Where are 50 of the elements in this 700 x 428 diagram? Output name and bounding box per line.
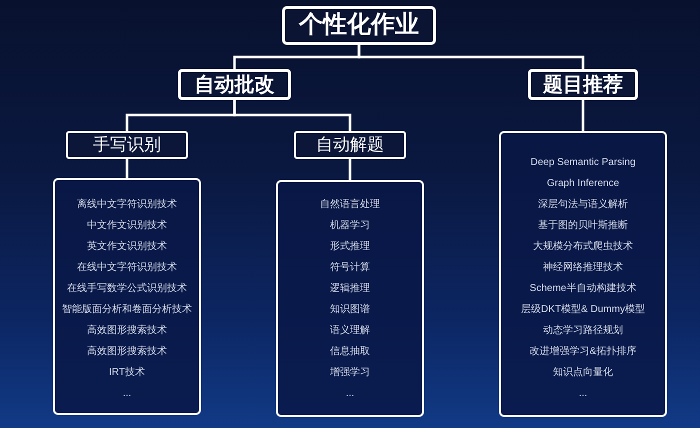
technique-item: 智能版面分析和卷面分析技术: [62, 302, 192, 317]
technique-item: 逻辑推理: [330, 282, 370, 296]
category-label: 自动批改: [194, 74, 274, 96]
technique-item: 大规模分布式爬虫技术: [533, 240, 633, 254]
connector-line: [233, 100, 352, 131]
technique-item: 形式推理: [330, 240, 370, 254]
technique-item: 在线中文字符识别技术: [77, 260, 177, 275]
technique-item: Deep Semantic Parsing: [530, 156, 636, 170]
root-title: 个性化作业: [299, 12, 419, 39]
technique-item: ...: [122, 387, 132, 401]
category-node: [178, 69, 291, 100]
connector-line: [348, 159, 352, 180]
technique-item: 离线中文字符识别技术: [77, 198, 177, 212]
technique-item: 知识图谱: [330, 302, 370, 317]
technique-item: 增强学习: [330, 366, 370, 380]
technique-item: ...: [578, 387, 588, 401]
technique-item: 英文作文识别技术: [87, 240, 167, 254]
technique-item: 中文作文识别技术: [87, 218, 167, 233]
subcategory-label: 自动解题: [316, 136, 384, 154]
category-node: [528, 69, 638, 100]
subcategory-node: [294, 131, 406, 159]
connector-line: [126, 159, 128, 178]
technique-item: Graph Inference: [546, 177, 620, 191]
category-label: 题目推荐: [543, 74, 623, 96]
technique-item: 改进增强学习&拓扑排序: [530, 344, 636, 359]
technique-list-panel: [276, 180, 424, 417]
technique-item: 信息抽取: [330, 344, 370, 359]
technique-item: ...: [346, 387, 354, 401]
root-node: [282, 6, 436, 45]
technique-item: 符号计算: [330, 260, 370, 275]
technique-item: 动态学习路径规划: [543, 324, 623, 338]
technique-item: 深层句法与语义解析: [538, 198, 628, 212]
technique-item: 神经网络推理技术: [543, 260, 623, 275]
technique-item: 机器学习: [330, 218, 370, 233]
technique-list-panel: [499, 131, 667, 417]
subcategory-node: [66, 131, 188, 159]
subcategory-label: 手写识别: [93, 136, 161, 154]
technique-item: 在线手写数学公式识别技术: [67, 282, 187, 296]
connector-line: [582, 100, 584, 131]
technique-item: Scheme半自动构建技术: [530, 282, 636, 296]
technique-item: 知识点向量化: [553, 366, 613, 380]
technique-item: 自然语言处理: [320, 198, 380, 212]
technique-item: 基于图的贝叶斯推断: [538, 218, 628, 233]
technique-item: 高效图形搜索技术: [87, 344, 167, 359]
connector-line: [358, 45, 584, 69]
technique-item: 语义理解: [330, 324, 370, 338]
technique-item: 层级DKT模型& Dummy模型: [521, 302, 645, 317]
technique-item: 高效图形搜索技术: [87, 324, 167, 338]
technique-list-panel: [53, 178, 201, 415]
technique-item: IRT技术: [109, 366, 145, 380]
